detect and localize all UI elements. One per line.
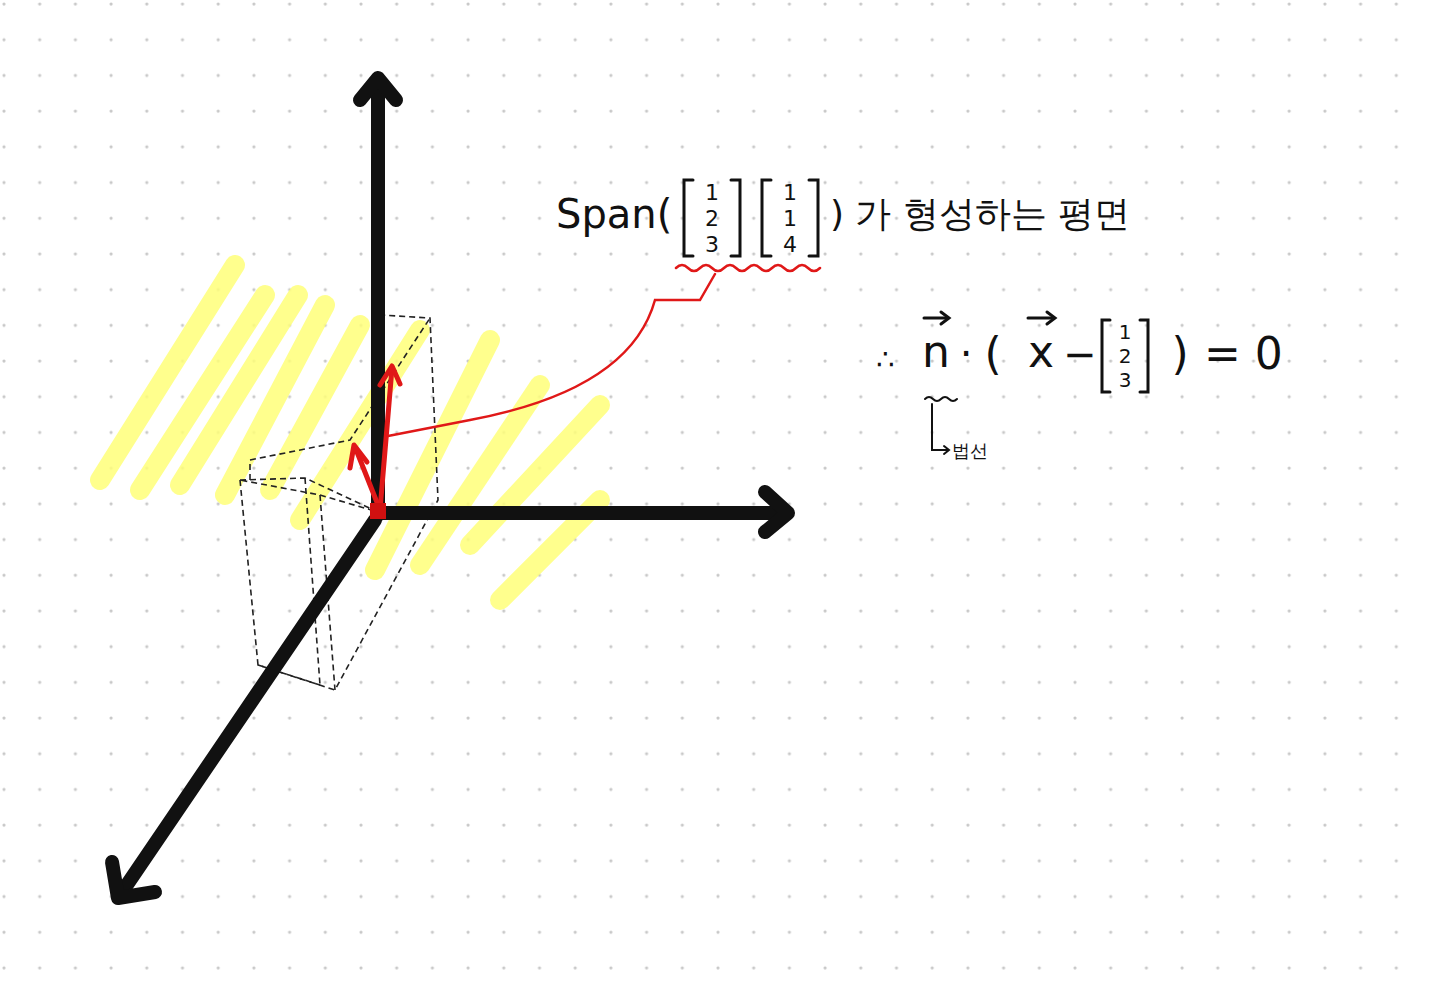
matrix-entry: 4 bbox=[783, 234, 797, 256]
matrix-entry: 1 bbox=[783, 182, 797, 204]
position-vector: x bbox=[1028, 330, 1054, 374]
dashed-box bbox=[240, 315, 438, 690]
axes bbox=[112, 78, 788, 898]
matrix-brackets bbox=[684, 180, 1148, 392]
matrix-entry: 2 bbox=[705, 208, 719, 230]
span-text: Span( bbox=[556, 194, 672, 234]
matrix-entry: 1 bbox=[783, 208, 797, 230]
paren: ( bbox=[984, 332, 1001, 376]
paren: ) bbox=[1171, 332, 1188, 376]
matrix-entry: 2 bbox=[1119, 346, 1132, 366]
equals-zero: = 0 bbox=[1204, 332, 1283, 376]
normal-vector: n bbox=[922, 330, 950, 374]
dot-operator: · bbox=[960, 334, 973, 374]
matrix-entry: 1 bbox=[1119, 322, 1132, 342]
plane-caption: ) 가 형성하는 평면 bbox=[830, 196, 1130, 232]
therefore-symbol: ∴ bbox=[876, 346, 894, 374]
normal-note: 법선 bbox=[952, 442, 988, 460]
span-vectors bbox=[350, 366, 400, 519]
minus-sign: − bbox=[1063, 334, 1097, 374]
matrix-entry: 1 bbox=[705, 182, 719, 204]
vector-arrows bbox=[924, 312, 1055, 324]
matrix-entry: 3 bbox=[705, 234, 719, 256]
matrix-entry: 3 bbox=[1119, 370, 1132, 390]
red-callout bbox=[388, 265, 820, 436]
